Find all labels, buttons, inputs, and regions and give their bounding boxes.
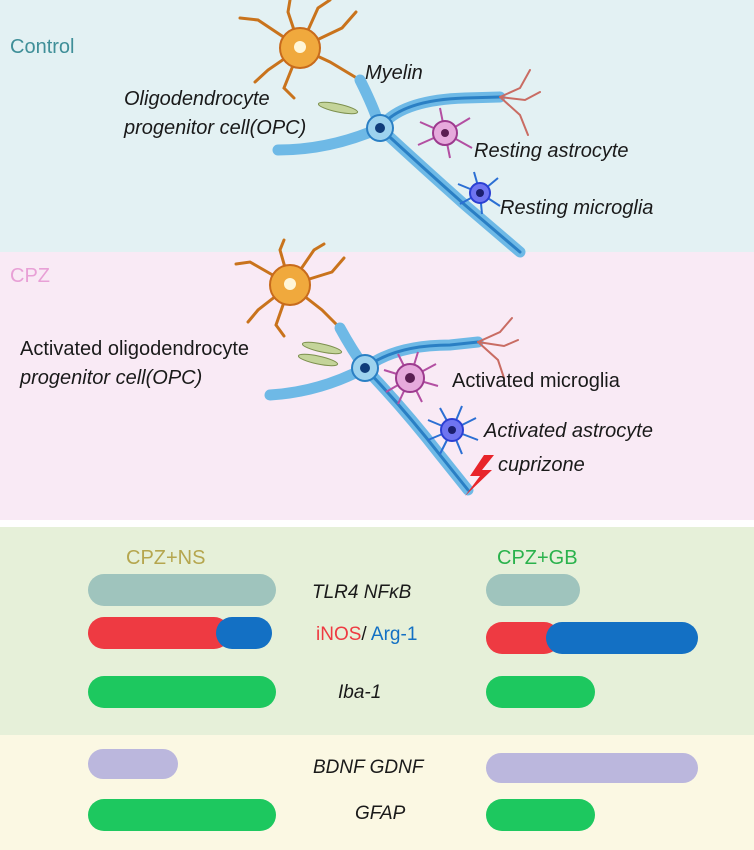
resting-microglia-label: Resting microglia bbox=[500, 197, 654, 219]
bar-bdnf-gdnf-cpz-gb bbox=[486, 753, 698, 783]
control-title: Control bbox=[10, 36, 75, 58]
bar-arg1-cpz-gb bbox=[546, 622, 699, 654]
marker-label-tlr4-nfkb: TLR4 NFκB bbox=[312, 582, 412, 603]
marker-label-bdnf-gdnf: BDNF GDNF bbox=[313, 757, 424, 778]
resting-astrocyte-label: Resting astrocyte bbox=[474, 140, 629, 162]
activated-opc-label-line2: progenitor cell(OPC) bbox=[20, 367, 203, 389]
bar-iba1-cpz-ns bbox=[88, 676, 276, 708]
control-neuron bbox=[238, 0, 362, 100]
cpz-neuron bbox=[234, 238, 346, 338]
bar-arg1-cpz-ns bbox=[215, 617, 272, 649]
cpz-activated-microglia-cell bbox=[383, 351, 439, 405]
cpz-opc bbox=[297, 341, 379, 382]
group-header-cpz-ns: CPZ+NS bbox=[126, 547, 206, 569]
lightning-icon bbox=[465, 455, 494, 496]
bar-gfap-cpz-gb bbox=[486, 799, 595, 831]
bar-iba1-cpz-gb bbox=[486, 676, 595, 708]
control-microglia bbox=[457, 171, 501, 215]
marker-label-separator: / bbox=[361, 624, 371, 645]
control-astrocyte bbox=[417, 107, 473, 159]
myelin-label: Myelin bbox=[365, 62, 423, 84]
marker-label-arg1: Arg-1 bbox=[370, 624, 418, 645]
bar-tlr4-nfkb-cpz-ns bbox=[88, 574, 276, 606]
opc-label-line2: progenitor cell(OPC) bbox=[124, 117, 307, 139]
cpz-activated-astrocyte-cell bbox=[427, 405, 479, 455]
cuprizone-label: cuprizone bbox=[498, 454, 585, 476]
bar-gfap-cpz-ns bbox=[88, 799, 276, 831]
cpz-title: CPZ bbox=[10, 265, 50, 287]
control-opc bbox=[317, 101, 394, 142]
bar-inos-cpz-ns bbox=[88, 617, 230, 649]
activated-microglia-label: Activated microglia bbox=[452, 370, 620, 392]
activated-opc-label-line1: Activated oligodendrocyte bbox=[20, 338, 250, 360]
marker-label-iba1: Iba-1 bbox=[338, 682, 382, 703]
group-header-cpz-gb: CPZ+GB bbox=[497, 547, 578, 569]
neuron-illustration bbox=[234, 0, 541, 496]
marker-label-gfap: GFAP bbox=[355, 803, 406, 824]
bar-tlr4-nfkb-cpz-gb bbox=[486, 574, 580, 606]
bar-bdnf-gdnf-cpz-ns bbox=[88, 749, 178, 779]
activated-astrocyte-label: Activated astrocyte bbox=[484, 420, 653, 442]
opc-label-line1: Oligodendrocyte bbox=[124, 88, 270, 110]
marker-label-inos: iNOS bbox=[316, 624, 362, 645]
marker-label-inos-arg1: iNOS/ Arg-1 bbox=[316, 624, 417, 646]
